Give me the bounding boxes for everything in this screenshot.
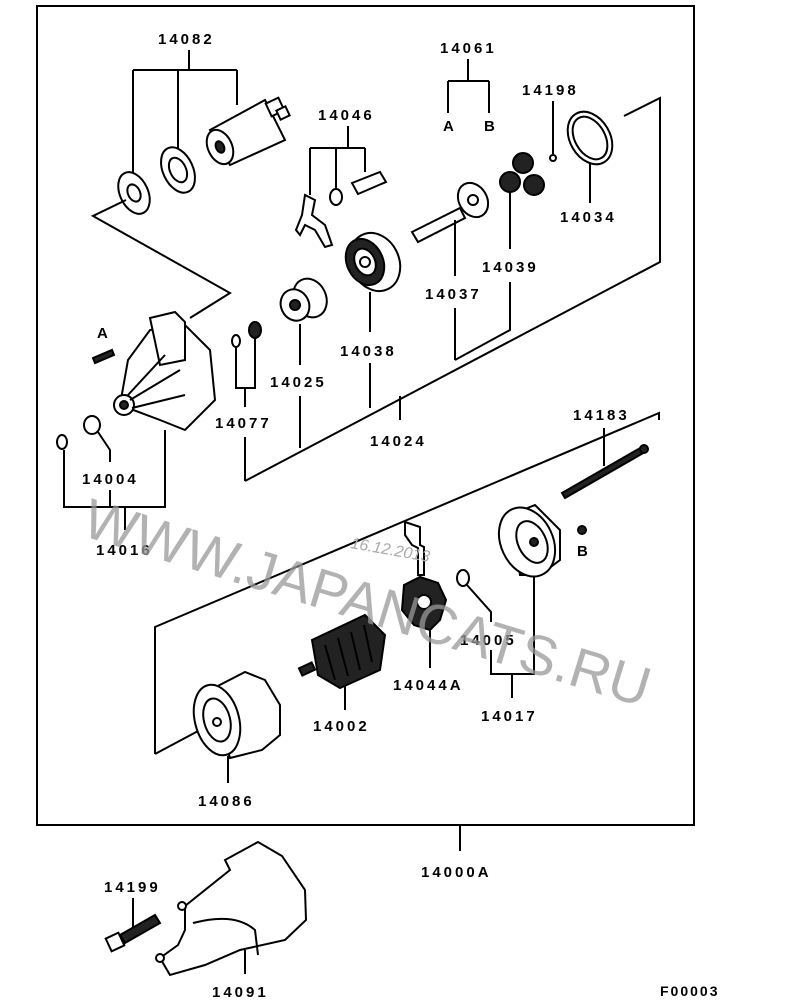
marker-a[interactable]: A <box>97 325 111 342</box>
label-14025[interactable]: 14025 <box>270 374 327 391</box>
label-14000a[interactable]: 14000A <box>421 864 492 881</box>
marker-b[interactable]: B <box>577 543 591 560</box>
part-14016-ring[interactable] <box>56 434 68 450</box>
leader-14046 <box>309 126 366 195</box>
part-14038[interactable] <box>339 225 410 300</box>
part-14004[interactable] <box>83 415 101 435</box>
leader-14004 <box>97 431 111 462</box>
label-14046[interactable]: 14046 <box>318 107 375 124</box>
label-14017[interactable]: 14017 <box>481 708 538 725</box>
leader-14077 <box>235 338 256 481</box>
label-14005[interactable]: 14005 <box>460 632 517 649</box>
label-14086[interactable]: 14086 <box>198 793 255 810</box>
part-14183-head <box>639 444 649 454</box>
label-14016[interactable]: 14016 <box>96 542 153 559</box>
leader-14082 <box>132 50 238 175</box>
label-14024[interactable]: 14024 <box>370 433 427 450</box>
label-14037[interactable]: 14037 <box>425 286 482 303</box>
leader-14017 <box>490 577 535 698</box>
part-14199[interactable] <box>104 913 162 953</box>
figure-code: F00003 <box>660 983 719 999</box>
label-14061[interactable]: 14061 <box>440 40 497 57</box>
part-14017-rear-bracket[interactable] <box>488 498 566 585</box>
watermark-text: WWW.JAPANCATS.RU <box>76 486 658 718</box>
assembly-frame <box>36 5 695 826</box>
label-14044a[interactable]: 14044A <box>393 677 464 694</box>
label-14004[interactable]: 14004 <box>82 471 139 488</box>
label-14077[interactable]: 14077 <box>215 415 272 432</box>
part-14046-ring[interactable] <box>329 188 343 206</box>
part-front-housing[interactable] <box>113 310 217 432</box>
screw-b[interactable] <box>577 525 587 535</box>
label-14038[interactable]: 14038 <box>340 343 397 360</box>
leader-14061 <box>447 59 490 113</box>
label-14034[interactable]: 14034 <box>560 209 617 226</box>
part-14044a[interactable] <box>400 520 448 632</box>
leader-14005 <box>466 584 492 622</box>
part-14082-plate[interactable] <box>154 142 201 198</box>
part-14039[interactable] <box>499 152 545 196</box>
leader-14024-bracket <box>244 96 661 482</box>
leader-14039 <box>454 192 511 361</box>
label-14061-a[interactable]: A <box>443 118 457 135</box>
label-14039[interactable]: 14039 <box>482 259 539 276</box>
part-14086-yoke[interactable] <box>186 670 281 760</box>
part-14005[interactable] <box>456 569 470 587</box>
label-14091[interactable]: 14091 <box>212 984 269 1001</box>
label-14002[interactable]: 14002 <box>313 718 370 735</box>
part-14077-ring[interactable] <box>231 334 241 348</box>
bolt-a[interactable] <box>91 348 116 365</box>
part-14046-spring[interactable] <box>350 170 388 196</box>
part-14034[interactable] <box>559 104 622 172</box>
part-14091-shield[interactable] <box>155 840 308 977</box>
label-14082[interactable]: 14082 <box>158 31 215 48</box>
part-14198[interactable] <box>549 154 557 162</box>
label-14183[interactable]: 14183 <box>573 407 630 424</box>
leader-solenoid-to-housing <box>90 199 232 319</box>
part-14037[interactable] <box>410 177 494 244</box>
part-14025[interactable] <box>276 273 333 325</box>
part-14082-solenoid[interactable] <box>202 96 291 169</box>
label-14198[interactable]: 14198 <box>522 82 579 99</box>
leader-14016 <box>63 430 166 530</box>
part-14082-gasket[interactable] <box>112 167 156 219</box>
part-14046-lever[interactable] <box>294 193 334 249</box>
label-14199[interactable]: 14199 <box>104 879 161 896</box>
label-14061-b[interactable]: B <box>484 118 498 135</box>
part-14002[interactable] <box>297 613 387 690</box>
part-14077-stop[interactable] <box>248 321 262 339</box>
